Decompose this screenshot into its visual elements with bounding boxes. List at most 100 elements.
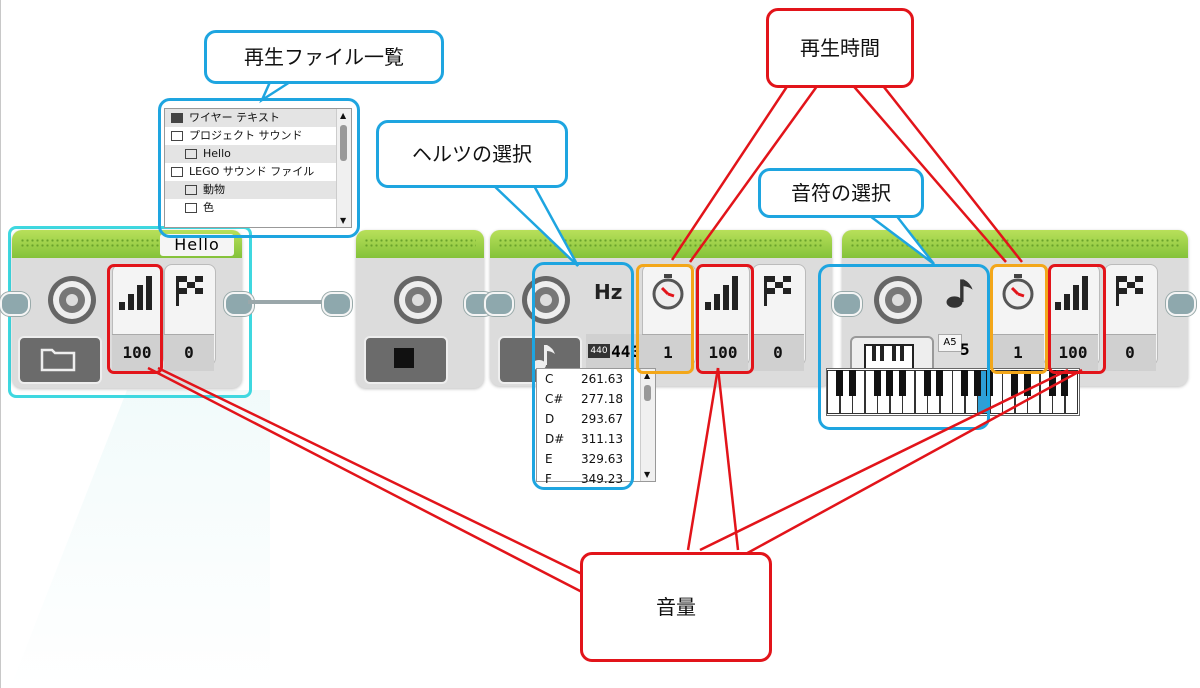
scroll-down-arrow-icon[interactable]: ▼ (644, 470, 651, 479)
play-type-value[interactable]: 0 (164, 334, 214, 371)
file-list-callout: 再生ファイル一覧 (204, 30, 444, 84)
file-list-item[interactable]: ワイヤー テキスト (165, 109, 337, 127)
play-type-value[interactable]: 0 (1104, 334, 1156, 371)
note-name: D# (545, 432, 565, 446)
frequency-list-scrollbar[interactable]: ▲ ▼ (640, 369, 655, 481)
file-list-label: 色 (203, 201, 214, 214)
piano-icon (864, 344, 914, 372)
file-list-item[interactable]: 動物 (165, 181, 337, 199)
piano-black-key[interactable] (898, 370, 906, 396)
frequency-hz: 261.63 (581, 372, 623, 386)
file-list-item[interactable]: Hello (165, 145, 337, 163)
hertz-highlight (532, 262, 634, 490)
folder-icon (40, 348, 76, 372)
piano-black-key[interactable] (1061, 370, 1068, 396)
checkered-flag-icon (1116, 276, 1143, 306)
file-list-scrollbar[interactable]: ▲ ▼ (336, 109, 351, 227)
note-value[interactable]: 5 (960, 340, 970, 359)
mode-selector-button[interactable] (18, 336, 102, 384)
piano-black-key[interactable] (848, 370, 856, 396)
duration-value[interactable]: 1 (642, 334, 694, 371)
music-note-icon (532, 345, 555, 370)
frequency-list-item[interactable]: F 349.23 (537, 469, 641, 489)
duration-value[interactable]: 1 (992, 334, 1044, 371)
canvas-left-edge (0, 0, 1, 688)
file-list-item[interactable]: プロジェクト サウンド (165, 127, 337, 145)
file-list-label: LEGO サウンド ファイル (189, 165, 315, 178)
frequency-hz: 293.67 (581, 412, 623, 426)
speaker-icon (874, 276, 922, 324)
piano-keyboard[interactable] (826, 368, 1080, 416)
frequency-list-item[interactable]: D# 311.13 (537, 429, 641, 449)
note-callout: 音符の選択 (758, 168, 924, 218)
piano-black-key[interactable] (936, 370, 943, 396)
file-list-label: ワイヤー テキスト (189, 111, 280, 124)
sequence-in-port[interactable] (322, 292, 352, 316)
piano-black-key[interactable] (1011, 370, 1018, 396)
timer-icon (652, 274, 684, 310)
piano-black-key[interactable] (961, 370, 968, 396)
sound-stop-block[interactable] (356, 230, 484, 388)
piano-black-key[interactable] (836, 370, 843, 396)
sequence-out-port[interactable] (1166, 292, 1196, 316)
volume-highlight-1 (107, 264, 163, 374)
scroll-thumb[interactable] (340, 125, 347, 161)
volume-highlight-2 (696, 264, 754, 374)
frequency-hz: 277.18 (581, 392, 623, 406)
sound-note-block[interactable]: A5 5 1 100 0 (842, 230, 1188, 386)
play-type-value[interactable]: 0 (752, 334, 804, 371)
scroll-down-arrow-icon[interactable]: ▼ (340, 216, 347, 225)
note-highlight (818, 264, 990, 430)
duration-highlight-1 (636, 264, 694, 374)
frequency-hz: 349.23 (581, 472, 623, 486)
sound-file-block[interactable]: Hello 100 0 (12, 230, 242, 388)
sequence-in-port[interactable] (484, 292, 514, 316)
scroll-up-arrow-icon[interactable]: ▲ (340, 111, 347, 120)
file-list-highlight (158, 98, 360, 238)
speaker-icon (394, 276, 442, 324)
sequence-in-port[interactable] (832, 292, 862, 316)
hz-unit-label: Hz (594, 280, 623, 304)
frequency-edit-badge: 440 (588, 344, 610, 358)
file-list-label: プロジェクト サウンド (189, 129, 303, 142)
file-list-item[interactable]: 色 (165, 199, 337, 217)
frequency-list-item[interactable]: D 293.67 (537, 409, 641, 429)
frequency-hz: 329.63 (581, 452, 623, 466)
frequency-list-item[interactable]: C#277.18 (537, 389, 641, 409)
piano-black-key[interactable] (1023, 370, 1031, 396)
piano-black-key[interactable] (1048, 370, 1056, 396)
piano-black-key[interactable] (886, 370, 893, 396)
sequence-out-port[interactable] (224, 292, 254, 316)
folder-icon (185, 203, 197, 213)
frequency-list-item[interactable]: E 329.63 (537, 449, 641, 469)
file-list-label: 動物 (203, 183, 225, 196)
note-tag: A5 (938, 334, 962, 352)
piano-black-key[interactable] (873, 370, 881, 396)
note-name: D (545, 412, 555, 426)
note-name: E (545, 452, 553, 466)
folder-icon (171, 131, 183, 141)
volume-bars-icon (1055, 276, 1088, 310)
scroll-thumb[interactable] (644, 385, 651, 401)
piano-black-key[interactable] (973, 370, 981, 396)
piano-black-key[interactable] (923, 370, 931, 396)
note-name: F (545, 472, 552, 486)
volume-bars-icon (705, 276, 738, 310)
file-list-item[interactable]: LEGO サウンド ファイル (165, 163, 337, 181)
filename-label[interactable]: Hello (160, 234, 234, 256)
play-time-callout: 再生時間 (766, 8, 914, 88)
sequence-in-port[interactable] (0, 292, 30, 316)
sound-file-icon (185, 149, 197, 159)
volume-value[interactable]: 100 (112, 334, 162, 371)
file-list-label: Hello (203, 147, 231, 160)
volume-value[interactable]: 100 (1048, 334, 1098, 371)
speaker-icon (48, 276, 96, 324)
block-header (356, 230, 484, 258)
scroll-up-arrow-icon[interactable]: ▲ (644, 371, 651, 380)
frequency-hz: 311.13 (581, 432, 623, 446)
volume-value[interactable]: 100 (698, 334, 748, 371)
sound-tone-block[interactable]: Hz 440 440 1 100 0 (490, 230, 832, 386)
